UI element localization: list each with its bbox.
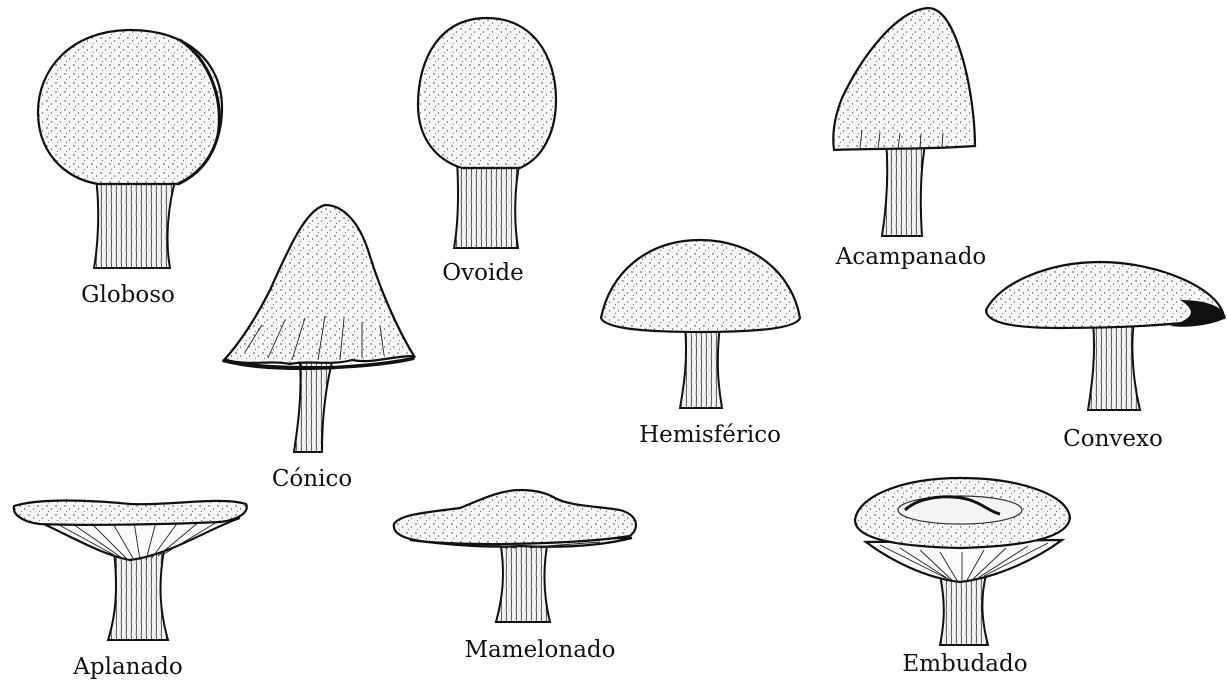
hemisferico-cap: [601, 240, 800, 332]
label-mamelonado: Mamelonado: [465, 637, 616, 663]
conico-stem: [294, 362, 332, 452]
conico-mushroom: [222, 205, 416, 452]
label-conico: Cónico: [272, 466, 352, 492]
acampanado-stem: [882, 140, 926, 236]
label-aplanado: Aplanado: [72, 654, 183, 680]
mamelonado-stem: [496, 540, 550, 622]
label-convexo: Convexo: [1063, 426, 1163, 452]
embudado-stem: [940, 575, 988, 645]
embudado-funnel-center: [898, 496, 1022, 524]
hemisferico-mushroom: [601, 240, 800, 408]
convexo-stem: [1088, 322, 1140, 410]
acampanado-cap: [833, 8, 975, 150]
label-globoso: Globoso: [81, 282, 175, 308]
label-ovoide: Ovoide: [442, 260, 523, 286]
hemisferico-stem: [680, 325, 722, 408]
ovoide-cap: [418, 18, 556, 168]
globoso-stem: [94, 178, 176, 268]
globoso-mushroom: [38, 30, 222, 268]
embudado-mushroom: [855, 478, 1070, 645]
ovoide-mushroom: [418, 18, 556, 248]
label-embudado: Embudado: [902, 651, 1027, 677]
convexo-mushroom: [986, 262, 1226, 410]
ovoide-stem: [454, 160, 520, 248]
aplanado-stem: [108, 550, 168, 640]
label-hemisferico: Hemisférico: [639, 422, 781, 448]
acampanado-mushroom: [833, 8, 975, 236]
mamelonado-cap: [394, 490, 636, 544]
aplanado-mushroom: [14, 501, 247, 641]
aplanado-cap: [14, 501, 247, 525]
mamelonado-mushroom: [394, 490, 636, 622]
label-acampanado: Acampanado: [835, 244, 987, 270]
